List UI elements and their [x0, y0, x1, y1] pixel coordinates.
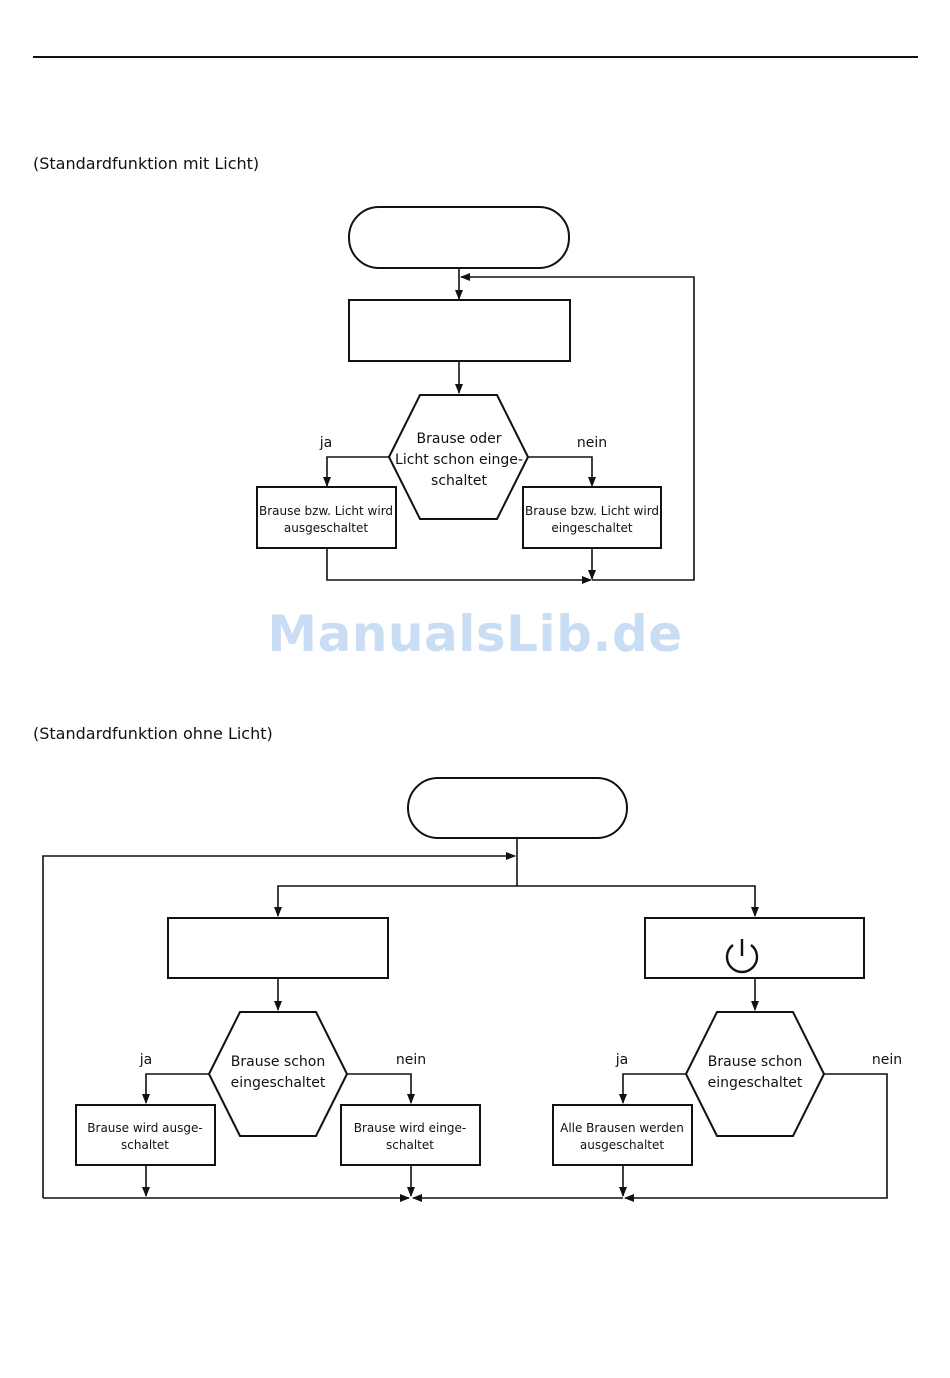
no-action-text-line: Brause bzw. Licht wird	[525, 504, 659, 518]
no-label: nein	[396, 1052, 426, 1068]
power-icon	[725, 939, 759, 974]
start-terminal	[407, 777, 628, 839]
section-title-with-light: (Standardfunktion mit Licht)	[33, 154, 260, 173]
split-connector-right	[517, 885, 759, 917]
decision-text-line: eingeschaltet	[231, 1075, 326, 1091]
no-action-text-line: schaltet	[386, 1138, 434, 1152]
yes-label: ja	[615, 1052, 628, 1068]
start-terminal	[348, 206, 570, 269]
flowchart-without-light: Brause schon eingeschaltet ja Brause wir…	[42, 777, 902, 1202]
split-connector-left	[274, 885, 517, 917]
yes-action-text-line: schaltet	[121, 1138, 169, 1152]
yes-connector	[323, 456, 389, 487]
left-button-box	[167, 917, 389, 979]
no-label: nein	[872, 1052, 902, 1068]
no-label: nein	[577, 435, 607, 451]
decision-text-line: Brause oder	[417, 431, 502, 447]
yes-action-text-line: ausgeschaltet	[284, 521, 368, 535]
yes-action-box	[256, 486, 397, 549]
decision-text-line: eingeschaltet	[708, 1075, 803, 1091]
yes-action-text-line: ausgeschaltet	[580, 1138, 664, 1152]
yes-label: ja	[319, 435, 332, 451]
merge-connector	[326, 548, 592, 584]
yes-connector	[619, 1073, 686, 1104]
right-decision-hexagon	[684, 1011, 826, 1137]
yes-label: ja	[139, 1052, 152, 1068]
no-action-box	[340, 1104, 481, 1166]
loop-back-connector	[460, 273, 695, 581]
header-rule	[33, 56, 918, 58]
no-action-text-line: eingeschaltet	[551, 521, 633, 535]
yes-action-text-line: Brause bzw. Licht wird	[259, 504, 393, 518]
button-press-box	[348, 299, 571, 362]
flowchart-with-light: Brause oder Licht schon einge- schaltet …	[256, 206, 695, 584]
yes-action-text-line: Brause wird ausge-	[87, 1121, 202, 1135]
decision-text-line: schaltet	[431, 473, 487, 489]
no-connector	[347, 1073, 415, 1104]
no-connector	[528, 456, 596, 487]
watermark: ManualsLib.de	[267, 605, 683, 663]
decision-text-line: Licht schon einge-	[395, 452, 523, 468]
yes-action-text-line: Alle Brausen werden	[560, 1121, 684, 1135]
no-action-box	[522, 486, 662, 549]
left-decision-hexagon	[207, 1011, 349, 1137]
yes-connector	[142, 1073, 209, 1104]
yes-action-box	[552, 1104, 693, 1166]
yes-action-box	[75, 1104, 216, 1166]
no-action-text-line: Brause wird einge-	[354, 1121, 467, 1135]
section-title-without-light: (Standardfunktion ohne Licht)	[33, 724, 273, 743]
loop-back-connector	[42, 852, 516, 1198]
decision-text-line: Brause schon	[231, 1054, 325, 1070]
no-connector	[624, 1073, 888, 1202]
decision-text-line: Brause schon	[708, 1054, 802, 1070]
